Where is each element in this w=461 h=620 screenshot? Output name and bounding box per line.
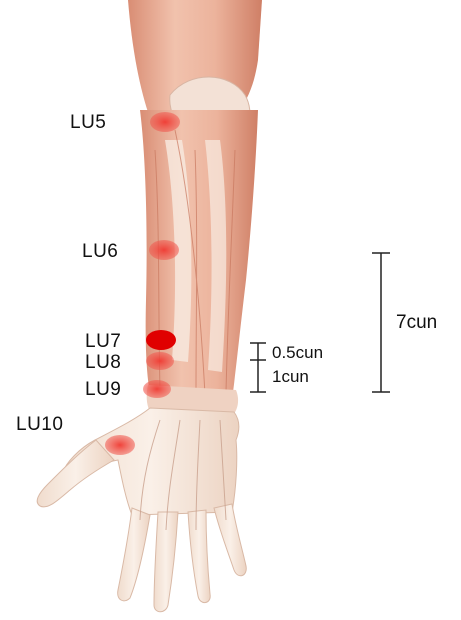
label-lu9: LU9 xyxy=(85,379,121,401)
label-lu8: LU8 xyxy=(85,352,121,374)
point-lu5 xyxy=(150,112,180,132)
label-lu7: LU7 xyxy=(85,331,121,353)
index-finger xyxy=(118,508,150,601)
label-7cun: 7cun xyxy=(396,312,437,334)
label-half-cun: 0.5cun xyxy=(272,343,323,363)
scale-7cun xyxy=(372,253,390,392)
label-lu6: LU6 xyxy=(82,241,118,263)
point-lu8 xyxy=(146,352,174,370)
point-lu7 xyxy=(146,330,176,350)
point-lu6 xyxy=(149,240,179,260)
thumb xyxy=(37,440,114,507)
label-lu10: LU10 xyxy=(16,414,63,436)
point-lu9 xyxy=(143,380,171,398)
label-lu5: LU5 xyxy=(70,112,106,134)
label-one-cun: 1cun xyxy=(272,367,309,387)
little-finger xyxy=(214,504,246,576)
scale-small xyxy=(250,343,266,392)
ring-finger xyxy=(188,510,210,603)
point-lu10 xyxy=(105,435,135,455)
